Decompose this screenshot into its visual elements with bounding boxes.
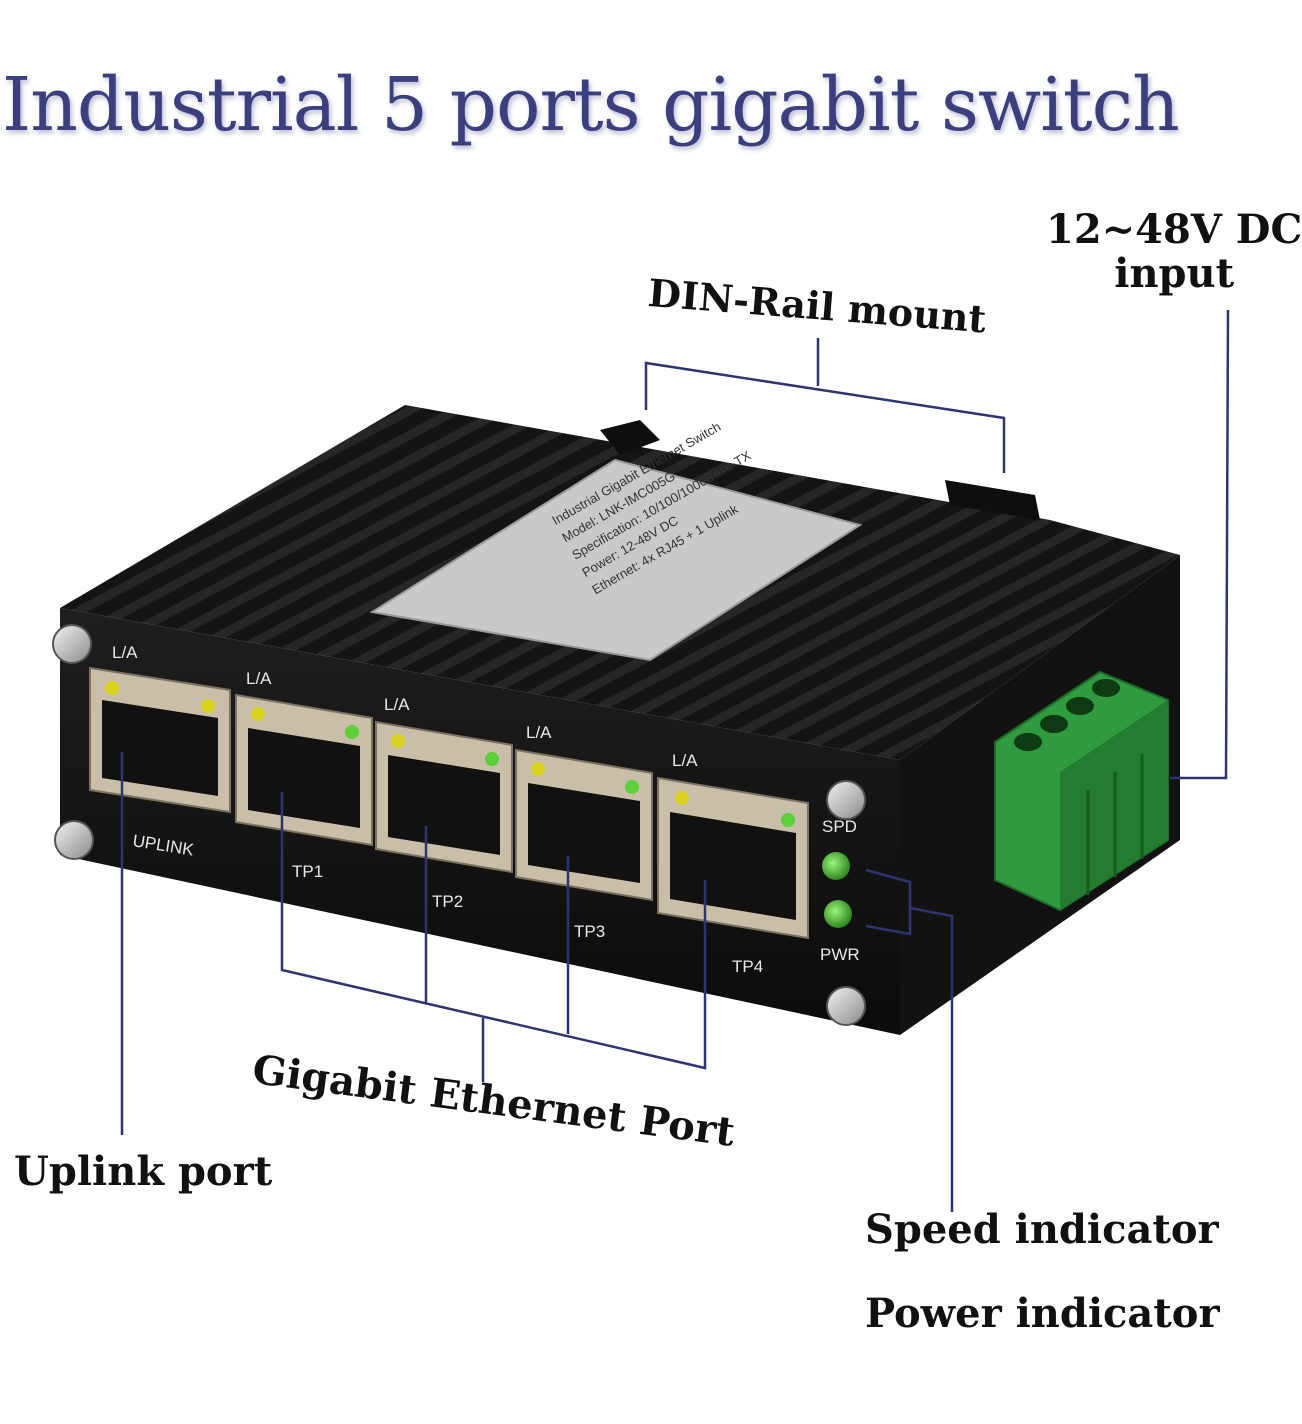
din-rail-clip-right [945, 480, 1040, 520]
port-uplink [89, 666, 231, 814]
leader-lines [120, 309, 1230, 1212]
screw-icon [54, 820, 94, 860]
page-title: Industrial 5 ports gigabit switch [2, 62, 1180, 148]
indicator-leader [909, 906, 954, 1212]
la-label-tp3: L/A [526, 723, 552, 742]
power-terminal-block [994, 670, 1169, 912]
port-tp3 [515, 748, 653, 902]
tp3-link-led [625, 780, 639, 794]
pwr-label: PWR [820, 945, 860, 964]
dc-input-callout-line1: 12~48V DC [1046, 206, 1302, 253]
tp2-la-led [391, 734, 405, 748]
gigabit-bracket [280, 792, 707, 1070]
port-label-tp4: TP4 [732, 957, 763, 976]
port-tp2 [375, 720, 513, 874]
screw-icon [826, 780, 866, 820]
screw-icons [52, 624, 866, 1026]
port-label-tp1: TP1 [292, 862, 323, 881]
port-label-tp3: TP3 [574, 922, 605, 941]
port-label-tp2: TP2 [432, 892, 463, 911]
tp1-link-led [345, 725, 359, 739]
uplink-port-callout: Uplink port [14, 1148, 273, 1195]
la-label-tp2: L/A [384, 695, 410, 714]
uplink-link-led [201, 699, 215, 713]
screw-icon [826, 986, 866, 1026]
la-label-tp4: L/A [672, 751, 698, 770]
tp3-la-led [531, 762, 545, 776]
spd-label: SPD [822, 817, 857, 836]
la-label-tp1: L/A [246, 669, 272, 688]
speed-indicator-led [822, 852, 850, 880]
dc-input-callout-line2: input [1114, 250, 1235, 297]
din-rail-clip-left [600, 420, 660, 455]
tp2-link-led [485, 752, 499, 766]
product-sticker [369, 458, 863, 662]
power-indicator-callout: Power indicator [865, 1290, 1220, 1337]
tp4-la-led [675, 791, 689, 805]
uplink-la-led [105, 681, 119, 695]
power-indicator-led [824, 900, 852, 928]
speed-indicator-callout: Speed indicator [865, 1206, 1219, 1253]
port-tp1 [235, 693, 373, 847]
port-tp4 [657, 776, 809, 940]
tp4-link-led [781, 813, 795, 827]
dc-input-leader [1170, 309, 1230, 780]
screw-icon [52, 624, 92, 664]
din-rail-bracket [644, 361, 1006, 473]
dc-input-callout: 12~48V DC input [1046, 208, 1302, 296]
la-label-uplink: L/A [112, 643, 138, 662]
tp1-la-led [251, 707, 265, 721]
